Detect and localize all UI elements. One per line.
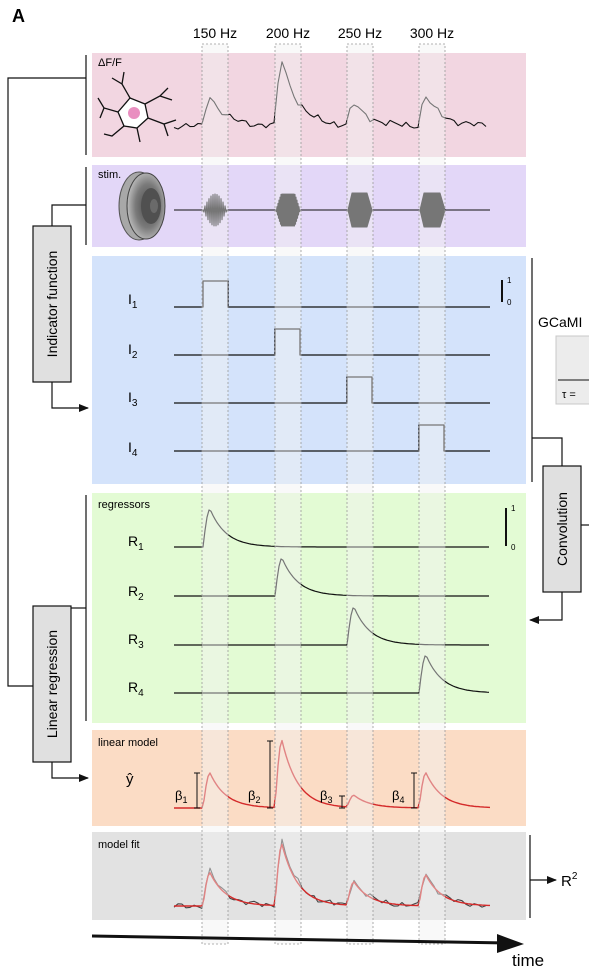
model-fit-data-trace [173, 838, 487, 909]
linear-model-trace [174, 739, 491, 809]
stim-burst-250 [347, 192, 373, 228]
regressor-label-4: R4 [128, 679, 144, 699]
freq-label-250: 250 Hz [338, 25, 382, 41]
gcamp-box: GCaMI τ = [538, 314, 589, 405]
left-connectors [7, 55, 89, 782]
regressor-trace-4 [174, 655, 490, 694]
beta-label-4: β4 [392, 788, 405, 805]
indicator-labels: I1 I2 I3 I4 [128, 291, 138, 459]
dff-panel [92, 53, 526, 157]
indicator-label-4: I4 [128, 439, 138, 459]
convolution-label: Convolution [554, 492, 570, 566]
regressor-label-1: R1 [128, 533, 144, 553]
beta-label-1: β1 [175, 788, 188, 805]
traces-layer [173, 61, 491, 909]
time-label: time [512, 951, 544, 970]
stim-label: stim. [98, 169, 121, 181]
column-200hz [274, 43, 302, 945]
freq-label-200: 200 Hz [266, 25, 310, 41]
regressor-trace-3 [174, 607, 489, 646]
regressor-trace-1 [174, 509, 489, 548]
linear-regression-label: Linear regression [44, 630, 60, 738]
indicator-panel [92, 256, 526, 484]
scale-top-1: 1 [507, 276, 512, 285]
model-fit-red-trace [174, 843, 490, 907]
dff-label: ΔF/F [98, 57, 122, 69]
right-connectors [529, 258, 589, 918]
time-axis: time [91, 934, 544, 970]
panel-letter: A [12, 6, 25, 26]
indicator-trace-4 [174, 424, 490, 452]
linear-model-label: linear model [98, 737, 158, 749]
stim-burst-150 [202, 193, 228, 227]
column-150hz [201, 43, 229, 945]
gcamp-label: GCaMI [538, 314, 582, 330]
regressor-labels: R1 R2 R3 R4 [128, 533, 144, 699]
regressors-label: regressors [98, 499, 150, 511]
indicator-label-2: I2 [128, 341, 138, 361]
indicator-trace-1 [174, 280, 490, 308]
beta-labels: β1 β2 β3 β4 [175, 788, 405, 805]
indicator-trace-3 [174, 376, 490, 404]
scale-bottom-1: 0 [507, 298, 512, 307]
regressor-scale-bar: 1 0 [505, 504, 516, 552]
neuron-icon [97, 71, 177, 143]
regressor-panel [92, 493, 526, 723]
indicator-label-1: I1 [128, 291, 138, 311]
r2-label: R2 [561, 871, 578, 890]
regressor-label-3: R3 [128, 631, 144, 651]
linear-model-panel [92, 730, 526, 826]
regressor-label-2: R2 [128, 583, 144, 603]
indicator-trace-2 [174, 328, 490, 356]
stim-burst-200 [275, 193, 301, 227]
dff-trace [173, 61, 487, 130]
beta-label-2: β2 [248, 788, 261, 805]
indicator-label-3: I3 [128, 389, 138, 409]
linear-regression-box: Linear regression [32, 605, 72, 763]
speaker-icon [118, 171, 166, 241]
highlight-columns [201, 43, 446, 945]
convolution-box: Convolution [542, 465, 582, 593]
column-250hz [346, 43, 374, 945]
beta-label-3: β3 [320, 788, 333, 805]
model-fit-panel [92, 832, 526, 920]
indicator-function-box: Indicator function [32, 225, 72, 383]
freq-label-150: 150 Hz [193, 25, 237, 41]
indicator-scale-bar: 1 0 [501, 276, 512, 307]
tau-label: τ = [562, 389, 576, 401]
indicator-function-label: Indicator function [44, 251, 60, 358]
regressor-trace-2 [174, 558, 489, 597]
scale-top-2: 1 [511, 504, 516, 513]
column-300hz [418, 43, 446, 945]
freq-label-300: 300 Hz [410, 25, 454, 41]
yhat-label: ŷ [126, 771, 134, 788]
scale-bottom-2: 0 [511, 543, 516, 552]
model-fit-label: model fit [98, 839, 140, 851]
